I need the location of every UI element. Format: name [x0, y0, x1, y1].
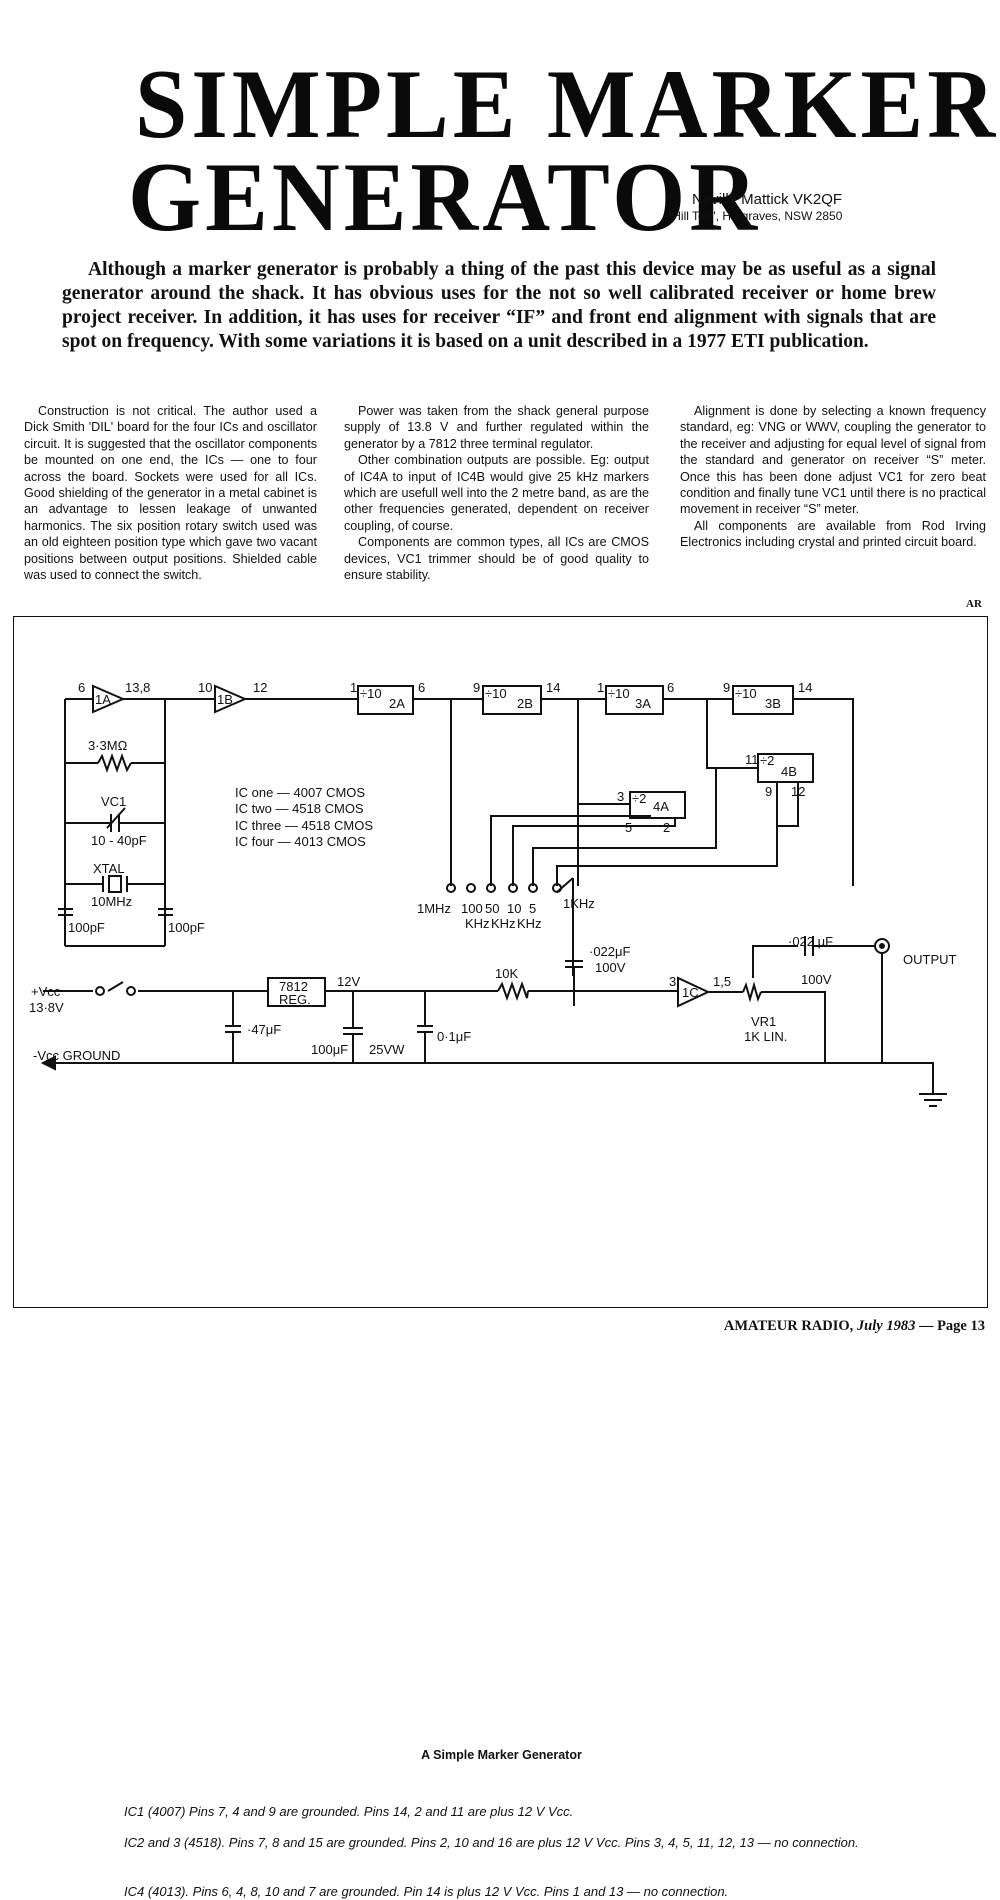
figure-caption: A Simple Marker Generator: [421, 1748, 582, 1762]
pin-label: 14: [546, 680, 560, 695]
component-label: 25VW: [369, 1042, 405, 1057]
block-divider-label: ÷10: [360, 686, 382, 701]
block-label-2a: 2A: [389, 696, 405, 711]
component-label: ·022μF: [589, 944, 631, 959]
text-column-3: Alignment is done by selecting a known f…: [680, 403, 986, 551]
pin-label: 1: [597, 680, 604, 695]
block-label-1b: 1B: [217, 692, 233, 707]
regulator-label: 7812: [279, 979, 308, 994]
pin-label: 6: [78, 680, 85, 695]
column-paragraph: All components are available from Rod Ir…: [680, 518, 986, 550]
end-mark: AR: [966, 598, 982, 610]
text-column-1: Construction is not critical. The author…: [24, 403, 317, 583]
component-label: 10 - 40pF: [91, 833, 147, 848]
switch-label: 1MHz: [417, 901, 451, 916]
title-line-1: SIMPLE MARKER: [135, 49, 1000, 159]
pin-label: 9: [473, 680, 480, 695]
figure-note-ic2-3: IC2 and 3 (4518). Pins 7, 8 and 15 are g…: [124, 1835, 859, 1850]
switch-label: KHz: [491, 916, 516, 931]
switch-label: 50: [485, 901, 499, 916]
switch-label: KHz: [517, 916, 542, 931]
block-label-4a: 4A: [653, 799, 669, 814]
component-label: ·47μF: [247, 1022, 281, 1037]
magazine-name: AMATEUR RADIO,: [723, 1318, 854, 1334]
component-label: 100pF: [68, 920, 105, 935]
component-label: 3·3MΩ: [88, 738, 128, 753]
component-label: 12V: [337, 974, 360, 989]
component-label: 1K LIN.: [744, 1029, 787, 1044]
component-label: 100V: [595, 960, 626, 975]
block-divider-label: ÷10: [485, 686, 507, 701]
text-column-2: Power was taken from the shack general p…: [344, 403, 649, 583]
pin-label: 12: [791, 784, 805, 799]
page-number: — Page 13: [918, 1318, 985, 1334]
block-divider-label: ÷2: [632, 791, 646, 806]
power-label: +Vcc: [31, 984, 61, 999]
component-label: XTAL: [93, 861, 125, 876]
pin-label: 10: [198, 680, 212, 695]
pin-label: 6: [418, 680, 425, 695]
pin-label: 12: [253, 680, 267, 695]
component-label: 100V: [801, 972, 832, 987]
pin-label: 13,8: [125, 680, 150, 695]
column-paragraph: Alignment is done by selecting a known f…: [680, 404, 986, 517]
block-label-4b: 4B: [781, 764, 797, 779]
component-label: VR1: [751, 1014, 776, 1029]
switch-label: 100: [461, 901, 483, 916]
intro-paragraph: Although a marker generator is probably …: [62, 259, 936, 352]
regulator-label: REG.: [279, 992, 311, 1007]
schematic-diagram: 6 13,8 10 12 1 6 9 14 1 6 9 14 11 3 5 2 …: [29, 680, 957, 1107]
pin-label: 1,5: [713, 974, 731, 989]
ic-list-item: IC four — 4013 CMOS: [235, 834, 366, 849]
block-label-1a: 1A: [95, 692, 111, 707]
pin-label: 3: [669, 974, 676, 989]
pin-label: 1: [350, 680, 357, 695]
component-label: 100μF: [311, 1042, 348, 1057]
pin-label: 3: [617, 789, 624, 804]
component-label: 100pF: [168, 920, 205, 935]
block-label-1c: 1C: [682, 985, 699, 1000]
pin-label: 6: [667, 680, 674, 695]
column-paragraph: Other combination outputs are possible. …: [344, 453, 649, 533]
switch-label: 10: [507, 901, 521, 916]
page-footer: AMATEUR RADIO, July 1983 — Page 13: [724, 1318, 985, 1335]
pin-label: 11: [745, 752, 759, 767]
block-divider-label: ÷10: [608, 686, 630, 701]
component-label: 0·1μF: [437, 1029, 471, 1044]
block-label-2b: 2B: [517, 696, 533, 711]
power-label: 13·8V: [29, 1000, 64, 1015]
component-label: VC1: [101, 794, 126, 809]
pin-label: 14: [798, 680, 812, 695]
switch-label: 5: [529, 901, 536, 916]
author-name: Neville Mattick VK2QF: [692, 191, 843, 208]
block-label-3a: 3A: [635, 696, 651, 711]
column-paragraph: Construction is not critical. The author…: [24, 404, 317, 583]
pin-label: 9: [723, 680, 730, 695]
ground-label: -Vcc GROUND: [33, 1048, 120, 1063]
figure-note-ic4: IC4 (4013). Pins 6, 4, 8, 10 and 7 are g…: [124, 1884, 729, 1899]
ic-list-item: IC one — 4007 CMOS: [235, 785, 365, 800]
issue-date: July 1983: [856, 1318, 916, 1334]
component-label: 10K: [495, 966, 518, 981]
figure-note-ic1: IC1 (4007) Pins 7, 4 and 9 are grounded.…: [124, 1804, 574, 1819]
ic-list-item: IC two — 4518 CMOS: [235, 801, 364, 816]
switch-label: KHz: [465, 916, 490, 931]
pin-label: 2: [663, 820, 670, 835]
block-divider-label: ÷10: [735, 686, 757, 701]
ic-list-item: IC three — 4518 CMOS: [235, 818, 373, 833]
title-line-2: GENERATOR: [128, 142, 762, 252]
author-address: "Hill Top", Hargraves, NSW 2850: [668, 209, 843, 223]
pin-label: 9: [765, 784, 772, 799]
switch-label: 1KHz: [563, 896, 595, 911]
block-divider-label: ÷2: [760, 753, 774, 768]
column-paragraph: Components are common types, all ICs are…: [344, 535, 649, 583]
output-label: OUTPUT: [903, 952, 957, 967]
pin-label: 5: [625, 820, 632, 835]
component-label: ·022 μF: [788, 934, 833, 949]
block-label-3b: 3B: [765, 696, 781, 711]
component-label: 10MHz: [91, 894, 132, 909]
column-paragraph: Power was taken from the shack general p…: [344, 404, 649, 451]
